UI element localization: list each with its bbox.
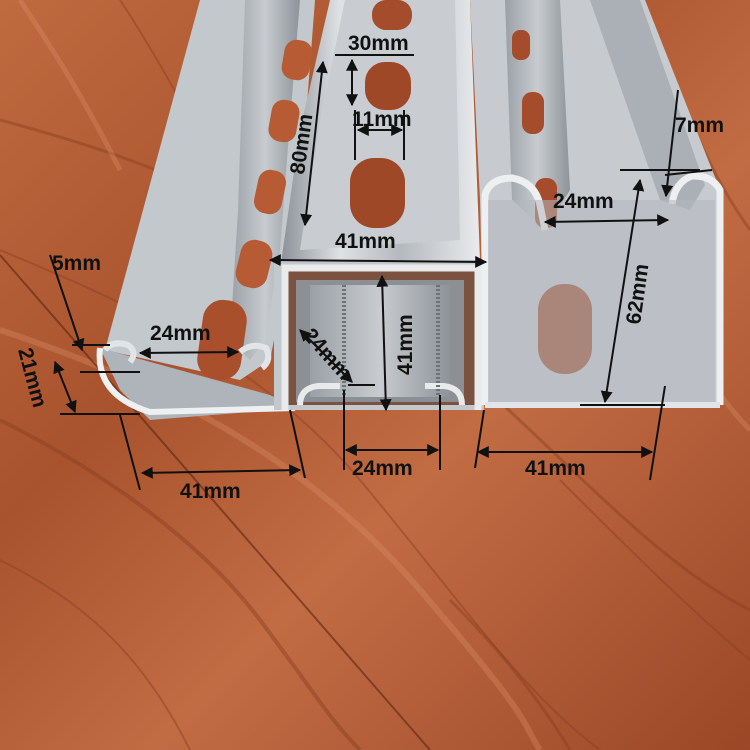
label-24mm-bottom: 24mm bbox=[352, 457, 413, 480]
board-seam bbox=[0, 254, 431, 750]
label-30mm: 30mm bbox=[348, 32, 409, 55]
label-7mm: 7mm bbox=[675, 114, 724, 137]
label-24mm-left: 24mm bbox=[150, 322, 211, 345]
label-41mm-left-bottom: 41mm bbox=[180, 480, 241, 503]
label-41mm-right-bottom: 41mm bbox=[525, 457, 586, 480]
label-11mm: 11mm bbox=[352, 108, 412, 131]
label-41mm-mid-vertical: 41mm bbox=[394, 314, 417, 375]
left-channel bbox=[96, 0, 315, 420]
right-channel bbox=[470, 0, 724, 408]
label-24mm-right: 24mm bbox=[553, 190, 614, 213]
label-41mm-top: 41mm bbox=[335, 230, 396, 253]
dimension-lines bbox=[49, 54, 713, 491]
label-5mm: 5mm bbox=[52, 252, 101, 275]
